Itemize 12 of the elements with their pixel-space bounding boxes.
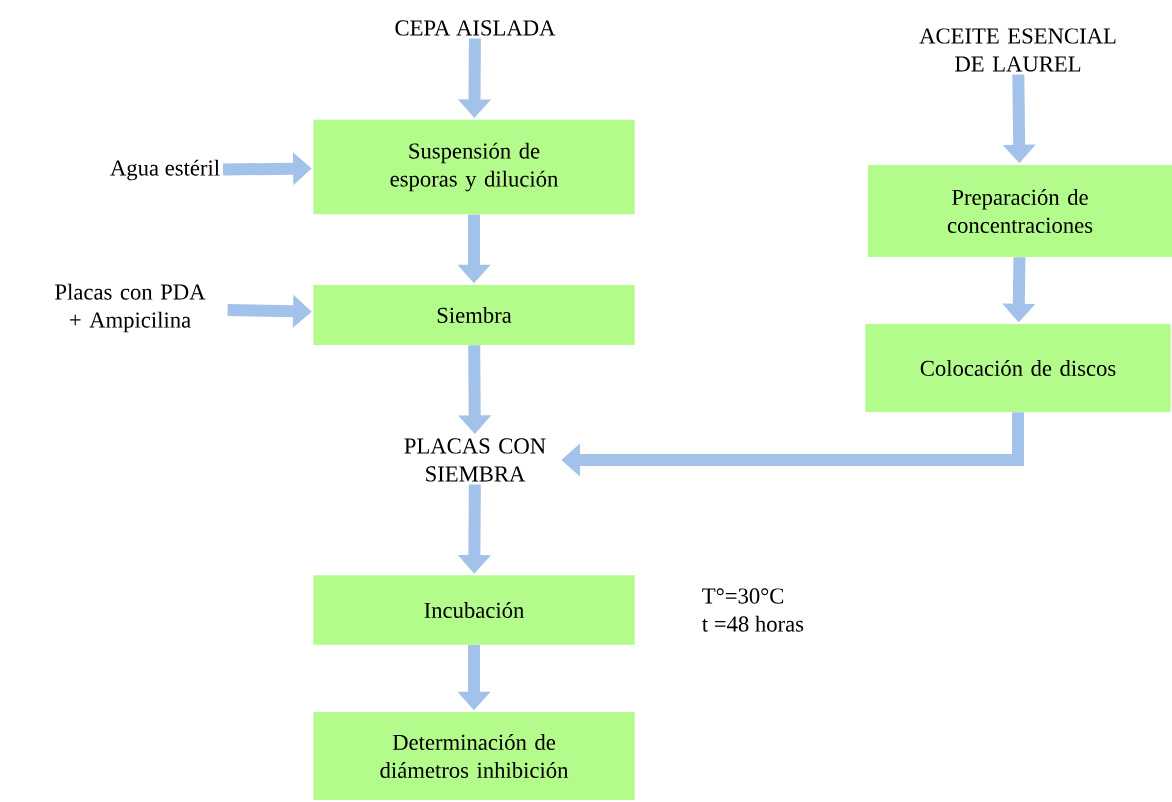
process-box: Preparación de concentraciones [868,165,1172,257]
process-box: Determinación de diámetros inhibición [313,712,635,800]
step-label: CEPA AISLADA [395,20,556,36]
process-box: Suspensión de esporas y dilución [313,119,635,215]
process-box: Siembra [313,285,635,345]
process-box: Incubación [313,575,635,645]
step-label: ACEITE ESENCIAL DE LAUREL [919,28,1116,72]
step-label: PLACAS CON SIEMBRA [404,438,546,482]
process-box: Colocación de discos [865,324,1171,412]
condition-note: T°=30°C t =48 horas [702,588,804,632]
step-label: Placas con PDA + Ampicilina [55,283,206,333]
step-label: Agua estéril [110,159,220,181]
